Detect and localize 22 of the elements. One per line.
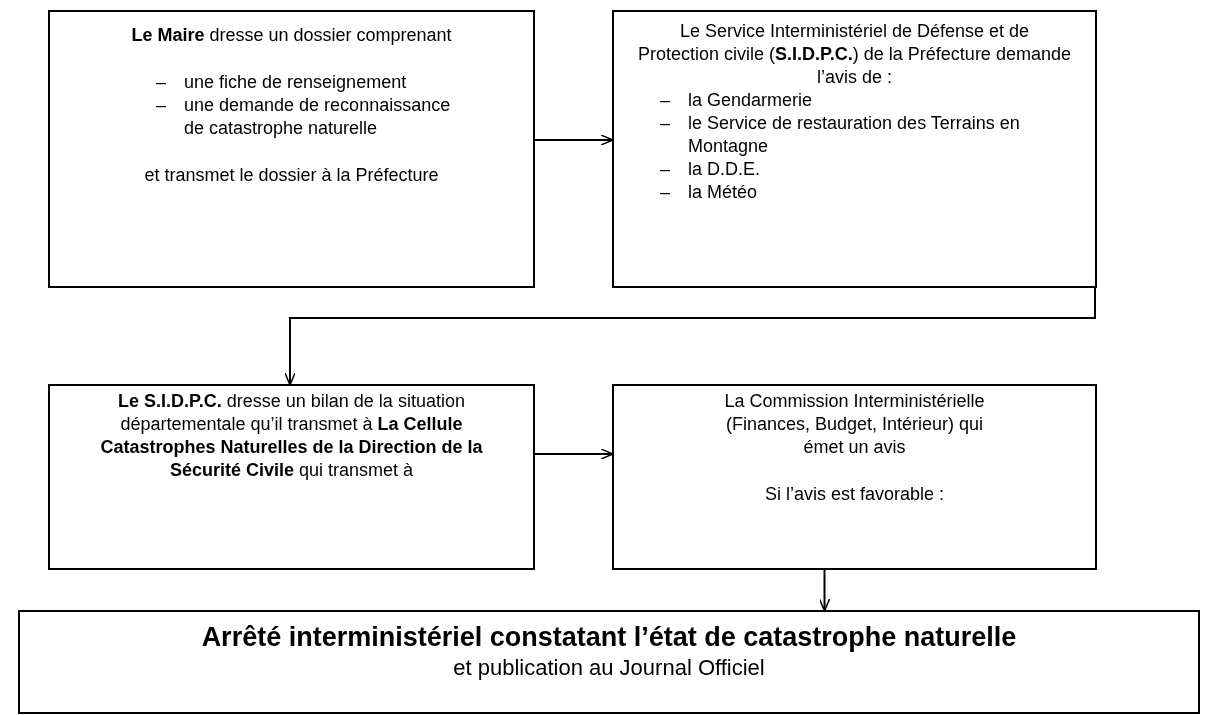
box-text: Le Maire dresse un dossier comprenant (130, 24, 453, 47)
list-item: – une demande de reconnaissance de catastrophe naturelle (155, 94, 452, 140)
text-box (612, 10, 1097, 288)
text-box (612, 384, 1097, 570)
text-box (18, 610, 1200, 714)
box-text: Le Service Interministériel de Défense et de Protection civile (S.I.D.P.C.) de la Préfecture demande l’avis de : (638, 20, 1071, 89)
arrow (534, 134, 614, 146)
list-item: – la Gendarmerie (659, 89, 814, 112)
list-item: – la D.D.E. (659, 158, 762, 181)
box-text: Le S.I.D.P.C. dresse un bilan de la situation départementale qu’il transmet à La Cellule Catastrophes Naturelles de la Direction de la Sécurité Civile qui transmet à (99, 390, 484, 482)
box-text: Si l’avis est favorable : (763, 483, 946, 506)
arrow (534, 448, 614, 460)
text-box (48, 10, 535, 288)
box-text: et publication au Journal Officiel (452, 654, 766, 682)
box-heading: Arrêté interministériel constatant l’état de catastrophe naturelle (200, 621, 1018, 654)
arrow (818, 569, 831, 612)
text-box (48, 384, 535, 570)
arrow (284, 287, 1096, 386)
box-text: et transmet le dossier à la Préfecture (143, 164, 440, 187)
list-item: – une fiche de renseignement (155, 71, 408, 94)
list-item: – la Météo (659, 181, 759, 204)
box-text: La Commission Interministérielle (Finances, Budget, Intérieur) qui émet un avis (723, 390, 986, 459)
